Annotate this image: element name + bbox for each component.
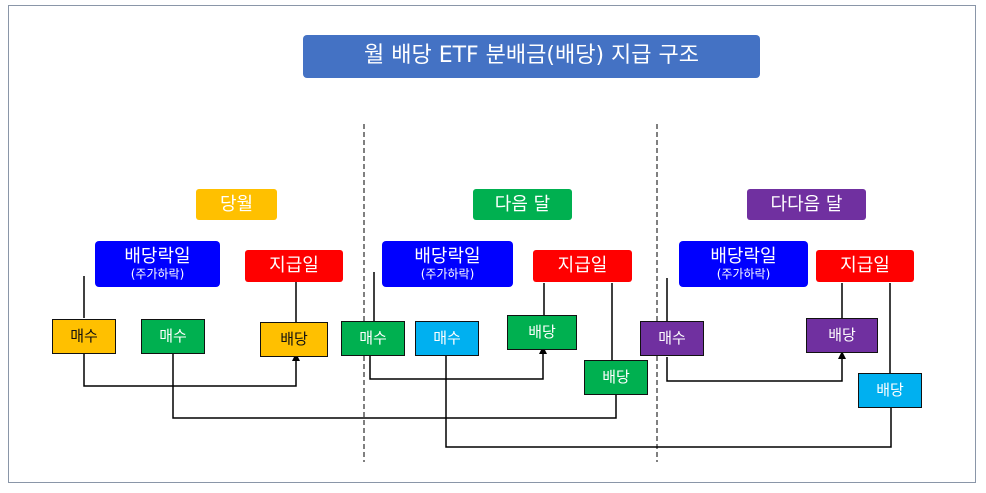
dividend-tag-green-1: 배당: [507, 315, 577, 350]
flow-yellow: [83, 353, 300, 387]
buy-tag-purple: 매수: [640, 321, 704, 356]
dividend-tag-green-2: 배당: [584, 360, 648, 395]
ex-dividend-box-2: 배당락일 (주가하락): [382, 241, 513, 287]
payment-day-box-1: 지급일: [245, 250, 343, 282]
ex-dividend-sub: (주가하락): [716, 267, 771, 282]
diagram-frame: [8, 5, 976, 483]
ex-dividend-sub: (주가하락): [420, 267, 475, 282]
buy-tag-green-2: 매수: [341, 321, 405, 356]
flow-green-1: [172, 354, 620, 419]
ex-dividend-box-3: 배당락일 (주가하락): [679, 241, 808, 287]
buy-tag-green-1: 매수: [141, 319, 205, 354]
period-label-next-month: 다음 달: [473, 189, 572, 220]
period-label-month-after-next: 다다음 달: [747, 189, 866, 220]
ex-dividend-sub: (주가하락): [130, 267, 185, 282]
dividend-tag-purple: 배당: [806, 318, 878, 353]
payment-day-box-3: 지급일: [816, 250, 914, 282]
ex-dividend-label: 배당락일: [414, 245, 481, 267]
ex-dividend-label: 배당락일: [710, 245, 777, 267]
flow-green-2: [369, 346, 547, 380]
flow-skyblue: [445, 356, 895, 448]
payment-day-box-2: 지급일: [533, 250, 632, 282]
page-title: 월 배당 ETF 분배금(배당) 지급 구조: [303, 35, 760, 78]
flow-purple: [666, 351, 846, 382]
dividend-tag-yellow: 배당: [260, 322, 328, 357]
buy-tag-yellow: 매수: [52, 319, 116, 354]
period-label-this-month: 당월: [196, 189, 277, 220]
dividend-tag-skyblue: 배당: [858, 373, 922, 408]
ex-dividend-box-1: 배당락일 (주가하락): [95, 241, 220, 287]
buy-tag-skyblue: 매수: [415, 321, 479, 356]
ex-dividend-label: 배당락일: [124, 245, 191, 267]
